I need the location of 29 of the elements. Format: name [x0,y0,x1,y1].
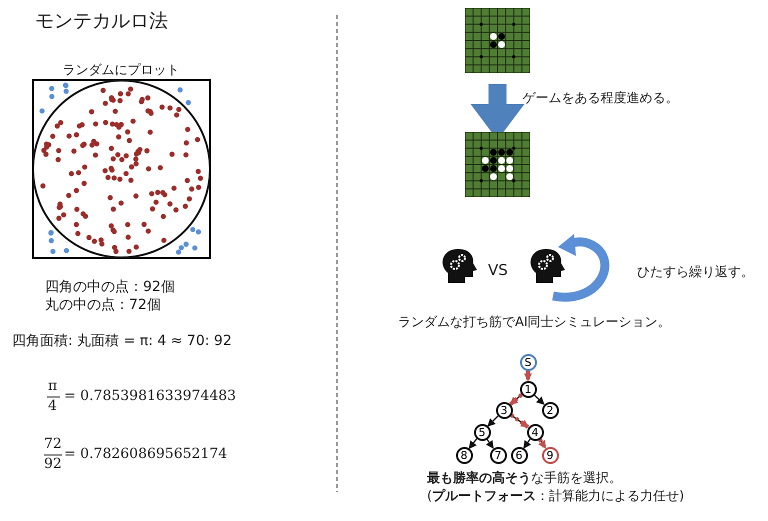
tree-node: 6 [510,446,528,464]
tree-node: 2 [542,402,558,418]
equation-result: = 0.7853981633974483 [64,388,236,404]
area-ratio-equation: 四角面積: 丸面積 = π: 4 ≈ 70: 92 [12,332,232,350]
title: モンテカルロ法 [35,9,168,34]
tree-node: 3 [496,402,512,418]
tree-node: 8 [456,446,472,464]
fraction-numerator: 72 [44,436,62,452]
plot-caption: ランダムにプロット [62,62,180,79]
tree-node: 1 [520,380,536,398]
tree-node: 7 [490,446,506,464]
point-count-text: 丸の中の点：72個 [45,296,161,314]
tree-node: S [520,354,536,370]
repeat-note: ひたすら繰り返す。 [637,264,754,281]
simulation-note: ランダムな打ち筋でAI同士シミュレーション。 [398,314,671,331]
fraction-denominator: 92 [44,456,62,472]
edge-label: ゲームをある程度進める。 [522,90,678,107]
tree-node: 4 [526,424,544,440]
equation-result: = 0.782608695652174 [64,446,228,462]
tree-node: 9 [542,446,558,464]
brute-force-note: (プルートフォース：計算能力による力任せ) [427,488,684,505]
game-board-drawing [465,132,530,197]
fraction-numerator: π [48,378,58,394]
versus-text: VS [488,261,508,279]
tree-node: 5 [474,424,490,440]
game-board-drawing [465,8,530,73]
fraction-denominator: 4 [48,398,57,414]
selection-note: 最も勝率の高そうな手筋を選択。 [427,470,622,487]
point-count-text: 四角の中の点：92個 [45,278,175,296]
